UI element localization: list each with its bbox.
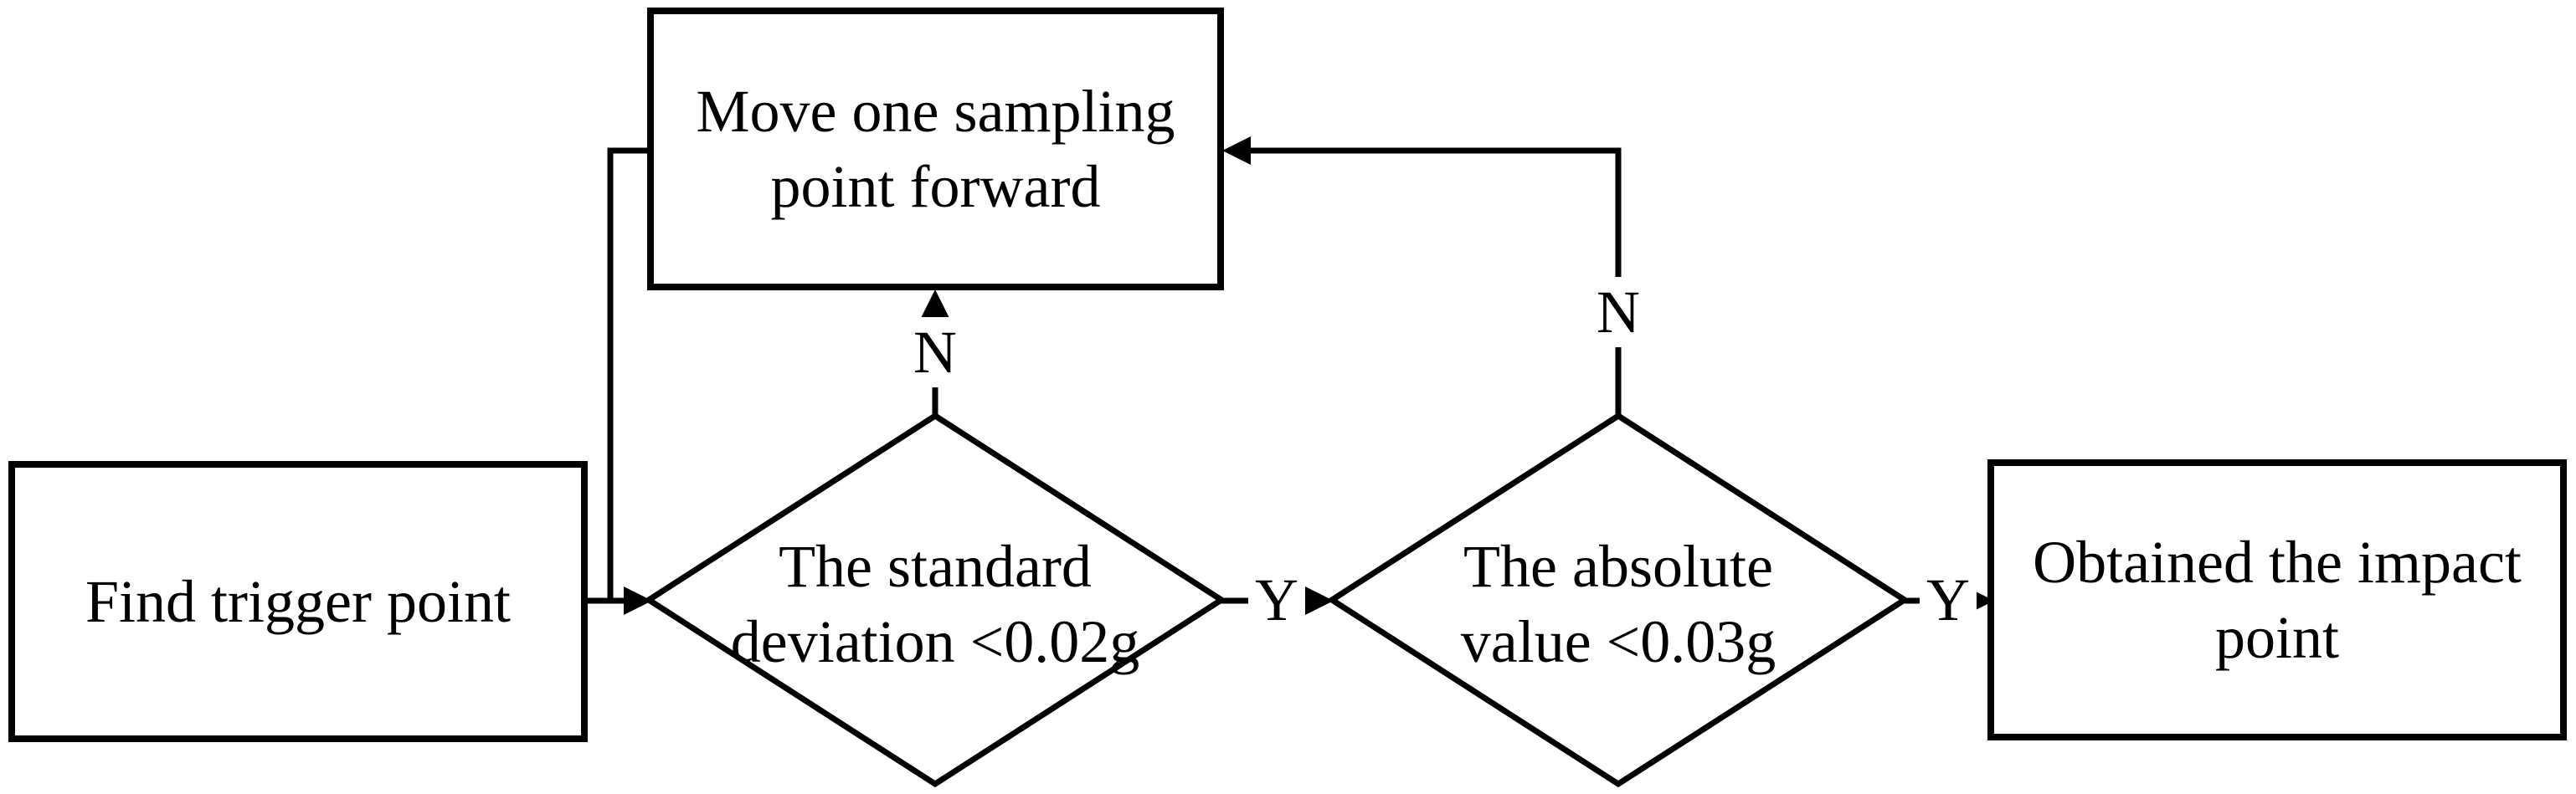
edge-label-stddev-no: N — [907, 317, 964, 387]
node-std-dev-label-line1: The standard — [779, 533, 1092, 600]
arrowhead-into-stddev — [624, 587, 652, 615]
node-impact-point-label-line1: Obtained the impact — [2033, 529, 2522, 596]
node-find-trigger-point-label: Find trigger point — [85, 568, 511, 635]
arrowhead-yes-into-absvalue — [1305, 587, 1334, 615]
node-obtained-impact-point: Obtained the impact point — [1987, 459, 2567, 740]
arrowhead-stddev-no-up — [921, 289, 949, 318]
node-move-one-sampling-point-forward: Move one sampling point forward — [647, 8, 1224, 290]
edge-label-stddev-yes: Y — [1248, 565, 1305, 635]
node-find-trigger-point: Find trigger point — [8, 461, 588, 742]
node-abs-value-check-label: The absolute value <0.03g — [1359, 466, 1878, 742]
edge-label-absvalue-no: N — [1590, 277, 1647, 347]
node-move-forward-label-line1: Move one sampling — [696, 78, 1175, 145]
edge-moveforward-loopback — [607, 147, 650, 601]
node-std-dev-check-label: The standard deviation <0.02g — [676, 466, 1195, 742]
arrowhead-absvalue-no-left — [1222, 136, 1251, 165]
node-abs-value-label-line2: value <0.03g — [1460, 608, 1776, 675]
diamond-std-dev-check — [643, 412, 1227, 788]
diamond-abs-value-check — [1326, 412, 1910, 788]
edge-absvalue-no-line — [1246, 147, 1622, 416]
node-move-forward-label-line2: point forward — [770, 153, 1101, 220]
node-abs-value-label-line1: The absolute — [1463, 533, 1773, 600]
node-std-dev-label-line2: deviation <0.02g — [730, 608, 1140, 675]
edge-label-absvalue-yes: Y — [1920, 565, 1977, 635]
node-impact-point-label-line2: point — [2214, 604, 2339, 671]
